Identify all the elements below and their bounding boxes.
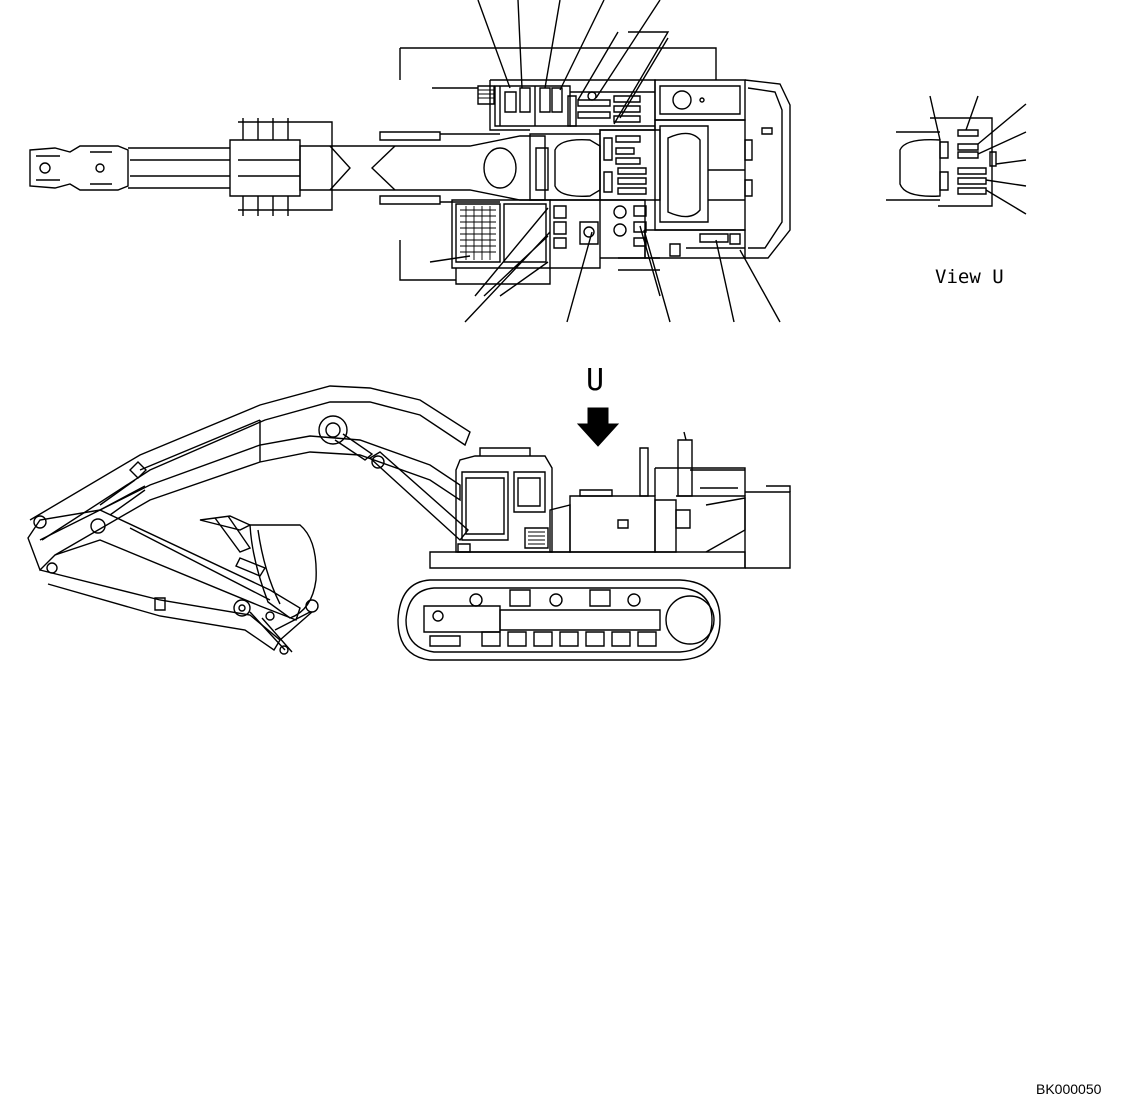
- side-view-undercarriage: [398, 580, 720, 660]
- side-view: [28, 386, 790, 660]
- top-view-upper-structure: [400, 48, 790, 284]
- side-view-upper-structure: [430, 432, 790, 568]
- view-direction-letter: U: [586, 363, 604, 398]
- drawing-id: BK000050: [1036, 1081, 1102, 1097]
- side-view-arm: [28, 480, 300, 650]
- top-view-leader-lines: [430, 0, 780, 322]
- top-view: [30, 0, 790, 322]
- down-arrow-icon: [578, 408, 618, 446]
- view-u-detail: View U: [886, 96, 1026, 288]
- side-view-bucket: [200, 516, 318, 654]
- top-view-cab: [530, 134, 600, 200]
- view-u-label: View U: [935, 266, 1004, 288]
- top-view-boom: [300, 132, 545, 204]
- side-view-boom: [30, 386, 470, 555]
- view-direction-marker: U: [578, 363, 618, 446]
- side-view-cab: [456, 448, 552, 552]
- top-view-bucket: [30, 118, 332, 216]
